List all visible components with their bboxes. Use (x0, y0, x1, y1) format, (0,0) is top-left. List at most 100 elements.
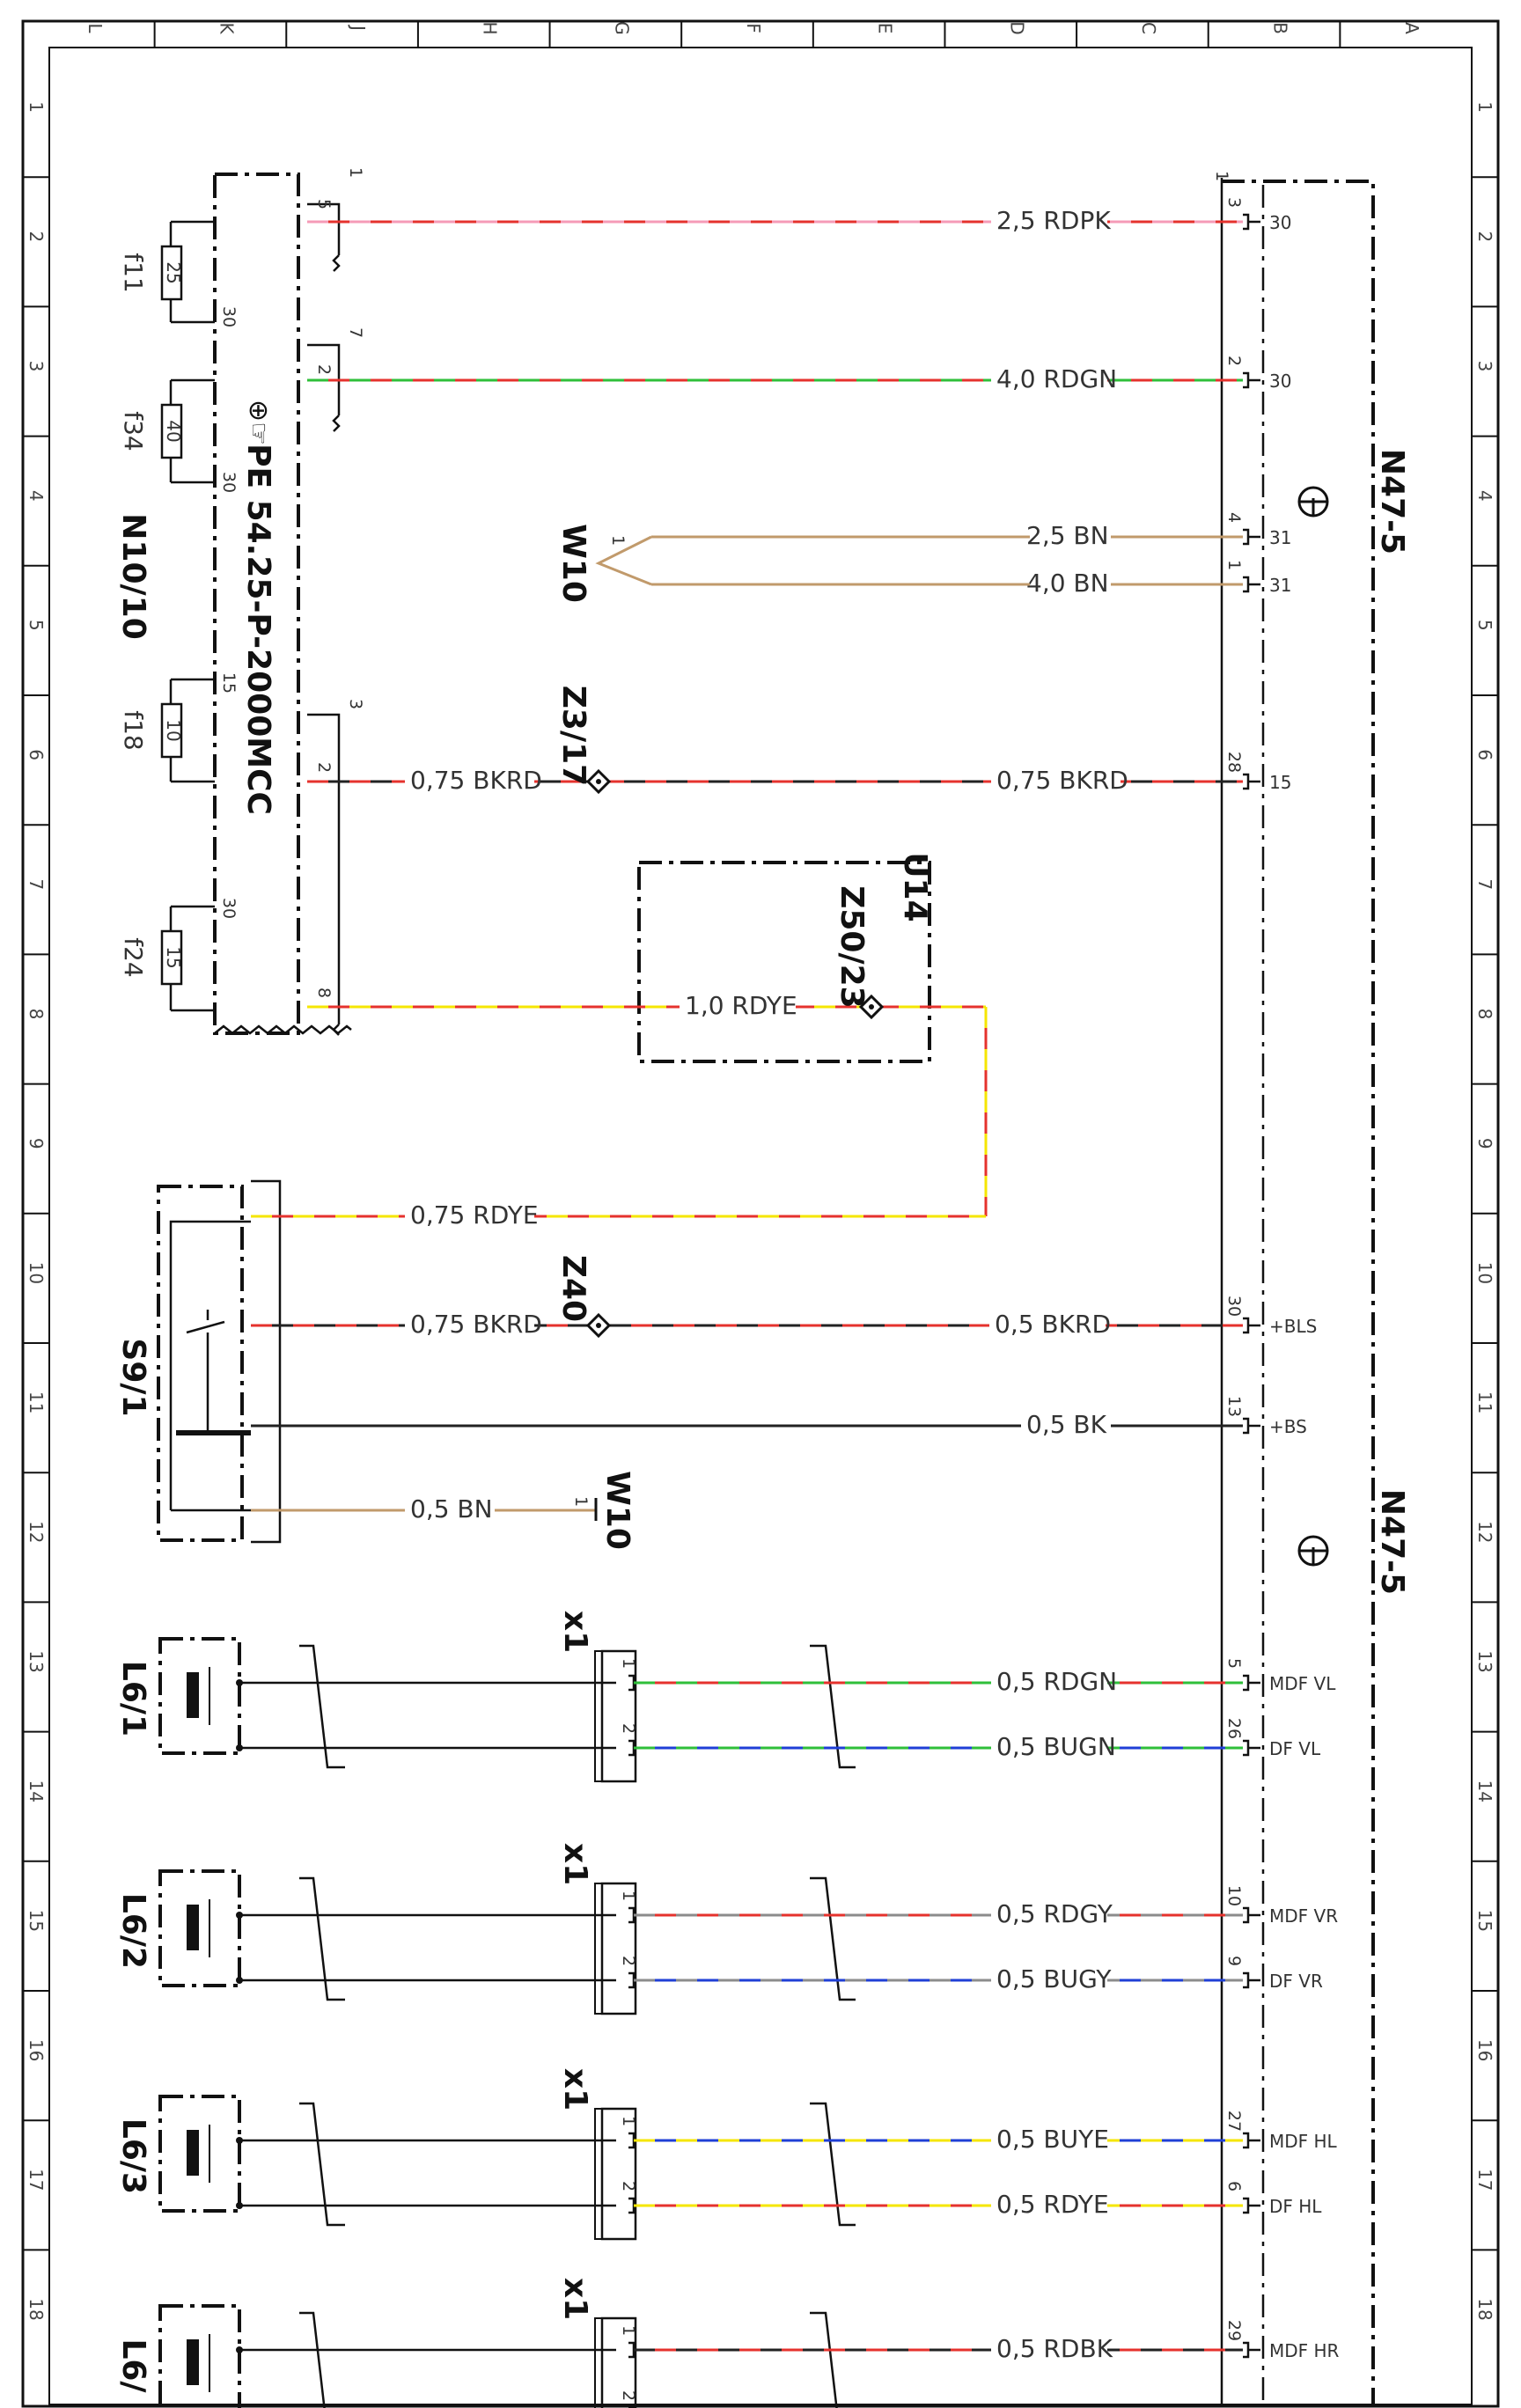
terminal-label: 31 (1269, 527, 1291, 548)
fuse-f18: 10 f18 15 (119, 672, 239, 783)
n10-part-number: PE 54.25-P-2000MCC (240, 444, 276, 815)
fuse-f34: 40 f34 30 (119, 378, 239, 493)
connector-label: x1 (557, 2278, 593, 2320)
n10-connector-group-c: 2 8 3 (307, 699, 365, 1036)
s9-switch: S9/1 (115, 1179, 282, 1544)
fuse-terminal: 30 (219, 306, 239, 327)
pin-number: 26 (1224, 1718, 1244, 1739)
terminal-label: 30 (1269, 371, 1291, 392)
n47-control-unit: N47-5 N47-5 1 (1212, 171, 1410, 2406)
fuse-rating: 40 (163, 420, 184, 442)
pin-number: 2 (619, 2390, 638, 2401)
column-label: E (875, 23, 896, 34)
n47-pin: 4 31 (1224, 512, 1291, 548)
connector-label: x1 (557, 1843, 593, 1885)
wire-label: 2,5 RDPK (996, 206, 1111, 235)
pin-number: 6 (1224, 2181, 1244, 2191)
z50-label: Z50/23 (834, 885, 870, 1008)
row-label: 8 (1474, 1009, 1495, 1020)
pin-number: 2 (1224, 356, 1244, 366)
pin-number: 2 (314, 762, 334, 773)
row-label: 16 (1474, 2039, 1495, 2061)
row-label: 17 (1474, 2169, 1495, 2191)
pin-number: 2 (314, 364, 334, 375)
bracket-number: 1 (1212, 171, 1231, 181)
n10-connector-group-a: 5 1 (307, 167, 365, 272)
pin-number: 3 (1224, 197, 1244, 208)
n47-pin: 30+BLS (1224, 1296, 1317, 1337)
connector-label: x1 (557, 2068, 593, 2111)
splice-node-icon (585, 768, 612, 795)
fuse-name: f24 (119, 937, 148, 978)
row-label: 6 (26, 749, 47, 760)
fuse-terminal: 15 (219, 672, 239, 694)
wire-label: 0,5 BKRD (995, 1310, 1111, 1339)
row-label: 17 (26, 2169, 47, 2191)
row-label: 5 (26, 620, 47, 631)
terminal-label: DF VR (1269, 1971, 1323, 1992)
column-label: J (348, 24, 369, 31)
pin-number: 5 (1224, 1658, 1244, 1669)
ground-symbol-icon (1297, 1535, 1329, 1567)
terminal-label: DF VL (1269, 1738, 1321, 1759)
pin-number: 1 (619, 1658, 638, 1669)
row-label: 1 (26, 101, 47, 113)
pin-number: 1 (619, 2325, 638, 2336)
wire-label: 0,75 RDYE (410, 1200, 539, 1230)
wire-label: 0,75 BKRD (410, 766, 542, 795)
sensor-label: L6/1 (115, 1661, 151, 1736)
ground-reference-icon: ⊕☞ (243, 400, 274, 445)
n47-pin: 2 30 (1224, 356, 1291, 392)
n10-fuse-unit: N10/10 PE 54.25-P-2000MCC ⊕☞ (115, 173, 352, 1035)
pin-number: 2 (619, 2181, 638, 2191)
row-label: 13 (1474, 1650, 1495, 1672)
n47-pin: 6 DF HL (1224, 2181, 1322, 2217)
wire-label: 0,5 BUGY (996, 1964, 1112, 1993)
bracket-number: 1 (346, 167, 365, 178)
column-label: A (1401, 22, 1422, 34)
wire-label: 0,5 RDYE (996, 2190, 1109, 2219)
fuse-name: f18 (119, 710, 148, 751)
connector-label: x1 (557, 1611, 593, 1653)
n47-pin: 13 +BS (1224, 1396, 1307, 1437)
row-label: 4 (26, 490, 47, 502)
splice-z3: Z3/17 (555, 686, 592, 786)
row-label: 15 (1474, 1910, 1495, 1932)
splice-z50: Z50/23 (834, 885, 870, 1008)
u14-label: U14 (897, 852, 933, 921)
row-label: 1 (1474, 101, 1495, 113)
terminal-label: +BS (1269, 1416, 1307, 1437)
column-label: C (1138, 22, 1159, 34)
fuse-terminal: 30 (219, 898, 239, 919)
terminal-label: +BLS (1269, 1316, 1317, 1337)
column-label: L (84, 23, 106, 33)
row-label: 3 (1474, 361, 1495, 372)
column-label: D (1006, 21, 1027, 34)
pin-number: 13 (1224, 1396, 1244, 1417)
drawing-frame (21, 19, 1500, 2408)
terminal-label: MDF HR (1269, 2340, 1340, 2361)
row-label: 9 (1474, 1138, 1495, 1149)
fuse-f11: 25 f11 30 (119, 220, 239, 327)
wire-label: 0,5 BUYE (996, 2125, 1109, 2154)
fuse-rating: 25 (163, 261, 184, 283)
pin-number: 4 (1224, 512, 1244, 523)
n10-connector-group-b: 2 7 (307, 327, 365, 432)
terminal-label: DF HL (1269, 2196, 1322, 2217)
ground-symbol-icon (1297, 486, 1329, 518)
n47-pin: 131 (1224, 560, 1291, 596)
splice-z40: Z40 (555, 1255, 592, 1322)
column-label: K (216, 22, 237, 34)
row-label: 11 (26, 1391, 47, 1413)
pin-number: 1 (619, 2116, 638, 2126)
n10-label: N10/10 (115, 513, 151, 639)
wire-label: 0,5 RDGN (996, 1667, 1117, 1696)
terminal-label: MDF VL (1269, 1673, 1336, 1694)
